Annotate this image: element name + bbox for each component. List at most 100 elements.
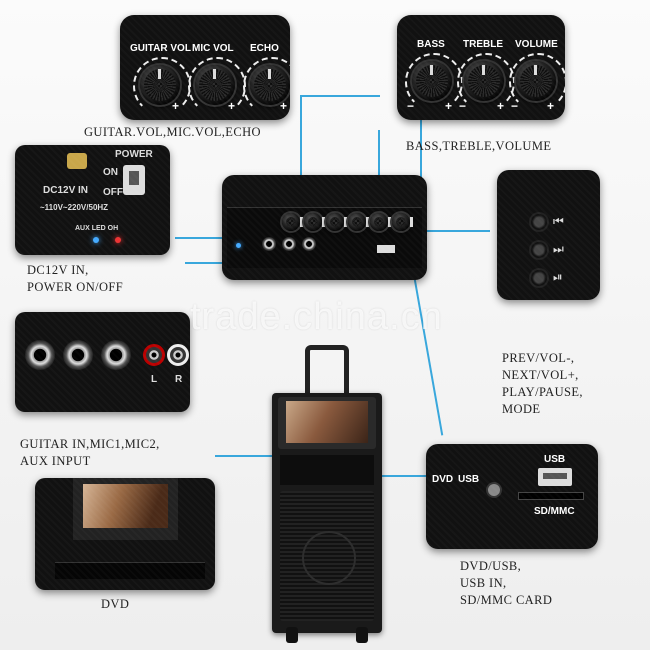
knob-arc	[243, 57, 290, 115]
mini-knob[interactable]	[348, 213, 369, 231]
connector-line	[300, 95, 380, 97]
next-button[interactable]	[531, 242, 547, 258]
bass-treble-volume-panel: BASS TREBLE VOLUME − + − + − +	[397, 15, 565, 120]
plus-icon: +	[172, 99, 180, 113]
wheel-icon	[356, 627, 368, 643]
usb-switch-label: USB	[458, 474, 480, 485]
aux-left-jack[interactable]	[143, 344, 165, 366]
playback-panel: ⏮ ⏭ ⏯	[497, 170, 600, 300]
woofer	[302, 531, 356, 585]
mini-jack[interactable]	[282, 237, 296, 251]
aux-led-label: AUX LED OH	[75, 225, 119, 232]
connector-line	[340, 475, 435, 477]
dvd-tray[interactable]	[55, 562, 205, 579]
led-icon	[93, 237, 99, 243]
aux-input-panel: L R	[15, 312, 190, 412]
sd-mmc-label: SD/MMC	[534, 506, 575, 517]
aux-right-jack[interactable]	[167, 344, 189, 366]
watermark: trade.china.cn	[190, 296, 443, 338]
dvd-screen-image	[83, 484, 168, 528]
plus-icon: +	[445, 99, 453, 113]
echo-knob[interactable]	[250, 65, 290, 105]
power-panel: POWER ON DC12V IN OFF ~110V~220V/50HZ AU…	[15, 145, 170, 255]
treble-knob[interactable]	[464, 61, 504, 101]
right-label: R	[175, 374, 183, 385]
caption-dvd: DVD	[101, 597, 130, 611]
mic2-jack[interactable]	[101, 340, 131, 370]
mini-knob[interactable]	[370, 213, 391, 231]
knob-arc	[509, 53, 565, 111]
usb-slot[interactable]	[377, 245, 395, 253]
trolley-handle	[305, 345, 349, 405]
connector-line	[215, 455, 315, 457]
minus-icon: −	[511, 99, 519, 113]
guitar-vol-knob[interactable]	[140, 65, 180, 105]
bass-label: BASS	[417, 39, 445, 50]
play-pause-icon: ⏯	[553, 270, 563, 284]
dc12v-label: DC12V IN	[43, 185, 89, 196]
caption-dc-power: DC12V IN, POWER ON/OFF	[27, 263, 124, 294]
connector-line	[300, 95, 302, 210]
connector-line	[410, 257, 444, 436]
treble-label: TREBLE	[463, 39, 503, 50]
volume-knob[interactable]	[516, 61, 556, 101]
source-toggle[interactable]	[486, 482, 502, 498]
connector-line	[175, 237, 255, 239]
connector-line	[420, 230, 490, 232]
play-pause-button[interactable]	[531, 270, 547, 286]
mini-knob[interactable]	[392, 213, 413, 231]
volume-label: VOLUME	[515, 39, 558, 50]
echo-label: ECHO	[250, 43, 279, 54]
mic-vol-knob[interactable]	[195, 65, 235, 105]
usb-port[interactable]	[538, 468, 572, 486]
on-label: ON	[103, 167, 118, 178]
led-icon	[115, 237, 121, 243]
caption-guitar-in: GUITAR IN,MIC1,MIC2, AUX INPUT	[20, 437, 160, 468]
dvd-slot	[280, 455, 374, 485]
mic-vol-label: MIC VOL	[192, 43, 234, 54]
caption-prev-next: PREV/VOL-, NEXT/VOL+, PLAY/PAUSE, MODE	[502, 351, 583, 416]
mini-knob[interactable]	[326, 213, 347, 231]
wheel-icon	[286, 627, 298, 643]
sd-slot[interactable]	[518, 492, 584, 500]
plus-icon: +	[547, 99, 555, 113]
mini-jack[interactable]	[302, 237, 316, 251]
bass-knob[interactable]	[412, 61, 452, 101]
led-icon	[236, 243, 241, 248]
connector-line	[378, 130, 380, 210]
caption-dvd-usb: DVD/USB, USB IN, SD/MMC CARD	[460, 559, 553, 607]
dvd-switch-label: DVD	[432, 474, 454, 485]
minus-icon: −	[459, 99, 467, 113]
off-label: OFF	[103, 187, 123, 198]
trolley-speaker	[272, 345, 382, 645]
plus-icon: +	[280, 99, 288, 113]
usb-sd-panel: DVD USB USB SD/MMC	[426, 444, 598, 549]
connector-line	[420, 120, 422, 215]
power-switch[interactable]	[123, 165, 145, 195]
speaker-grille	[280, 491, 374, 621]
usb-label: USB	[544, 454, 566, 465]
plus-icon: +	[497, 99, 505, 113]
dvd-panel	[35, 478, 215, 590]
dvd-screen	[286, 401, 368, 443]
main-control-panel	[222, 175, 427, 280]
guitar-mic-echo-panel: GUITAR VOL MIC VOL ECHO + + +	[120, 15, 290, 120]
guitar-vol-label: GUITAR VOL	[130, 43, 191, 54]
mini-knob[interactable]	[304, 213, 325, 231]
mic1-jack[interactable]	[63, 340, 93, 370]
mini-knob[interactable]	[282, 213, 303, 231]
plus-icon: +	[228, 99, 236, 113]
power-label: POWER	[115, 149, 153, 160]
next-icon: ⏭	[553, 242, 564, 256]
guitar-jack[interactable]	[25, 340, 55, 370]
mini-jack[interactable]	[262, 237, 276, 251]
dc-jack[interactable]	[67, 153, 87, 169]
caption-bass-treble-volume: BASS,TREBLE,VOLUME	[406, 139, 552, 153]
voltage-label: ~110V~220V/50HZ	[40, 203, 109, 212]
prev-button[interactable]	[531, 214, 547, 230]
prev-icon: ⏮	[553, 214, 564, 228]
minus-icon: −	[407, 99, 415, 113]
left-label: L	[151, 374, 158, 385]
caption-guitar-mic-echo: GUITAR.VOL,MIC.VOL,ECHO	[84, 125, 261, 139]
